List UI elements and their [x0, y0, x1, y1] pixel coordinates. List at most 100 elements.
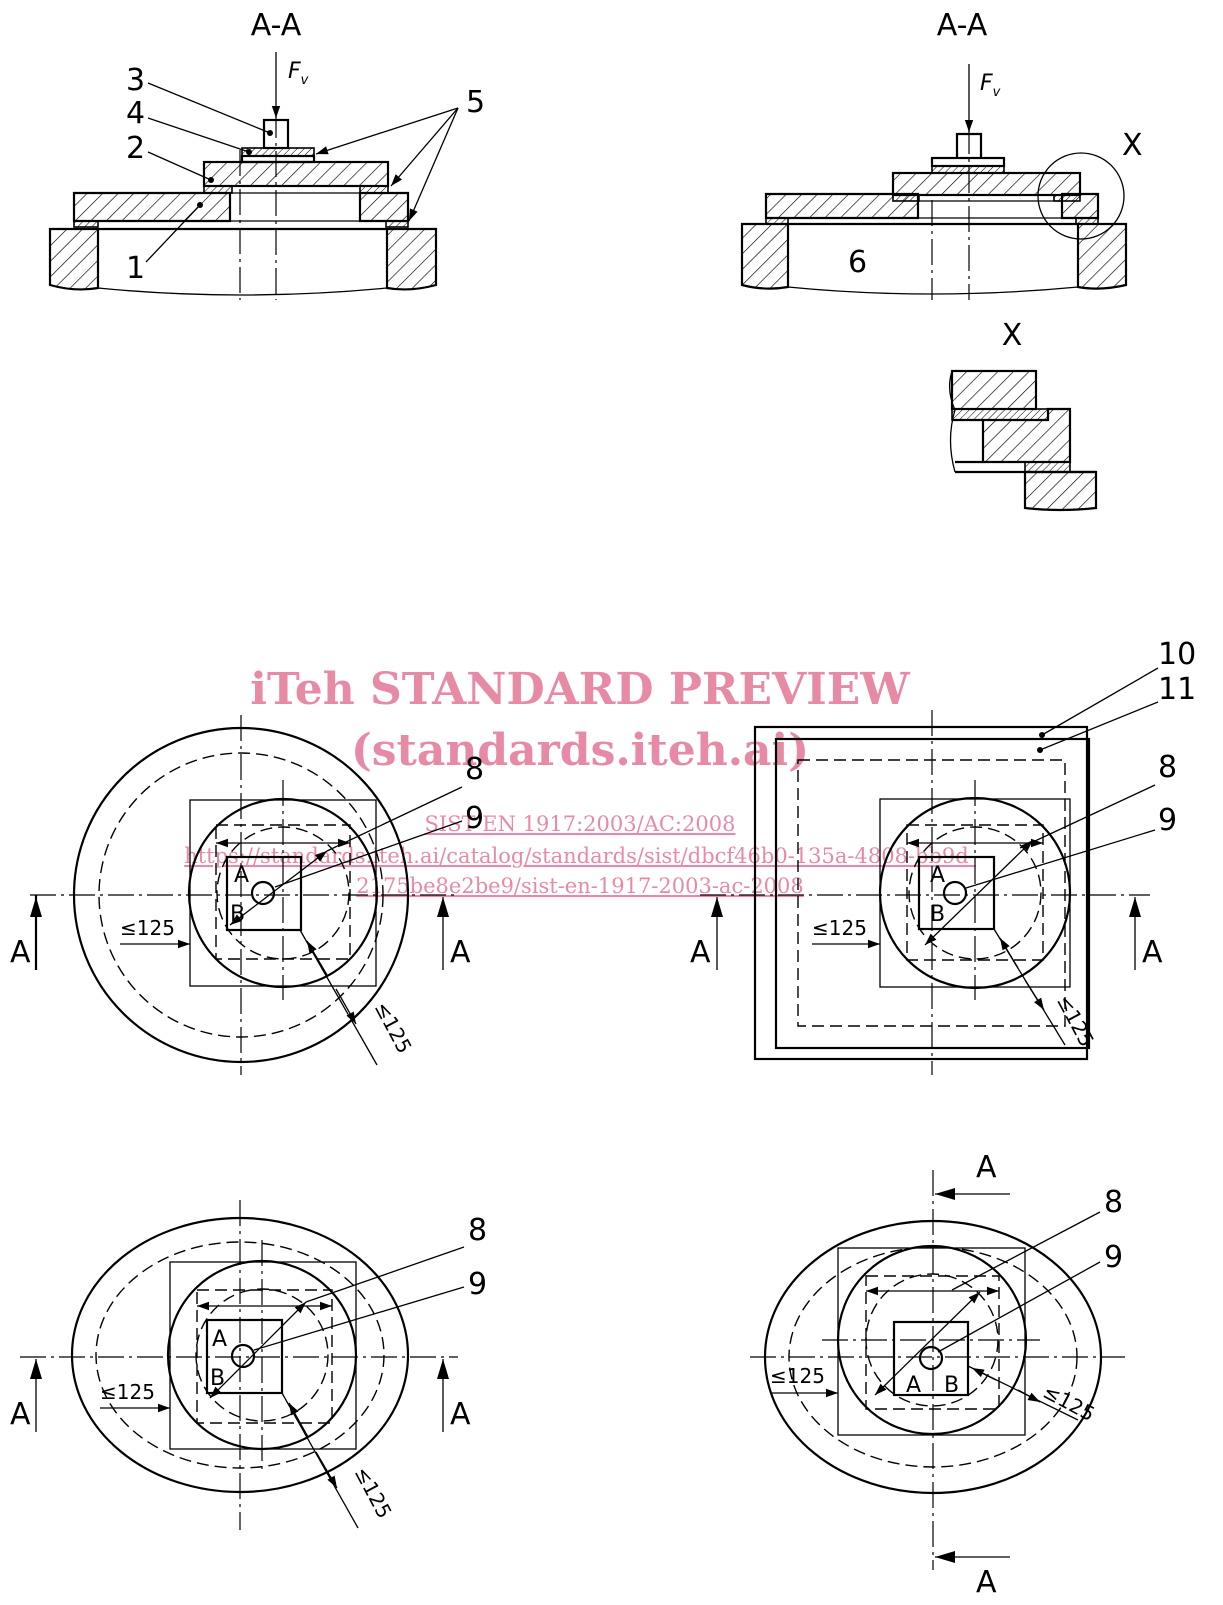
part-11-label: 11 — [1158, 672, 1196, 707]
point-a: A — [234, 863, 249, 888]
packing-cover-left — [203, 185, 233, 194]
part-9-label-4: 9 — [1104, 1240, 1123, 1275]
sec-left-label: A — [10, 935, 31, 970]
watermark-url-line1[interactable]: https://standards.iteh.ai/catalog/standa… — [184, 844, 976, 868]
dim-d-arrow2-3 — [315, 1451, 338, 1489]
packing-left — [73, 220, 99, 228]
dim-d-ext — [299, 929, 378, 1066]
part-4-label: 4 — [126, 96, 145, 131]
leader-3-dot — [267, 130, 273, 136]
cover-2 — [202, 160, 390, 188]
detail-x: X — [948, 318, 1098, 512]
dim-d-arrow1-2 — [999, 937, 1019, 969]
support-break-line-r — [787, 286, 1079, 295]
leader-9-4 — [937, 1261, 1101, 1353]
dim-d-arrow1-3 — [288, 1402, 309, 1438]
leader-10-dot — [1039, 732, 1045, 738]
detail-x-title: X — [1002, 318, 1023, 353]
bearing-plate-4 — [240, 154, 316, 164]
dim-h-value-3: ≤125 — [100, 1380, 155, 1404]
part-5-label: 5 — [466, 85, 485, 120]
outer-square — [753, 725, 1089, 1061]
bearing-plate-r — [930, 156, 1006, 168]
watermark-title: iTeh STANDARD PREVIEW — [250, 664, 910, 715]
leader-5b — [390, 107, 459, 187]
point-a-4: A — [906, 1373, 921, 1398]
cover-dashed-square-2 — [906, 824, 1044, 961]
part-2-label: 2 — [126, 131, 145, 166]
leader-2-dot — [208, 177, 214, 183]
dim-d-value: ≤125 — [370, 998, 417, 1058]
leader-4 — [147, 117, 250, 153]
plan-view-ellipse-vertical: A B 8 9 ≤125 ≤125 A A — [750, 1150, 1125, 1600]
leader-8-4 — [951, 1211, 1101, 1291]
watermark-code[interactable]: SIST EN 1917:2003/AC:2008 — [425, 812, 736, 836]
dim-h-value-4: ≤125 — [770, 1364, 825, 1388]
dim-d-value-3: ≤125 — [350, 1463, 397, 1523]
dim-d-value-4: ≤125 — [1039, 1379, 1099, 1426]
point-b-2: B — [930, 902, 945, 927]
packing-r-left — [765, 217, 789, 225]
leader-11-dot — [1037, 747, 1043, 753]
leader-10 — [1041, 667, 1159, 736]
sec-top-label-4: A — [976, 1150, 997, 1185]
cover-r — [891, 171, 1082, 197]
packing-cover-r-right — [1053, 194, 1081, 202]
force-label-left: Fv — [288, 59, 309, 88]
diag-line-4 — [874, 1291, 981, 1396]
packing-right — [385, 220, 409, 228]
sec-bottom-label-4: A — [976, 1565, 997, 1600]
sec-left-label-3: A — [10, 1397, 31, 1432]
leader-9-3 — [253, 1286, 465, 1351]
dim-d-arrow1 — [306, 940, 328, 976]
part-9-label: 9 — [465, 801, 484, 836]
part-10-label: 10 — [1158, 637, 1196, 672]
leader-8-3 — [305, 1246, 465, 1303]
support-frame-left — [48, 227, 100, 291]
support-frame-right-r — [1076, 222, 1128, 290]
part-8-label-2: 8 — [1158, 750, 1177, 785]
leader-9-2 — [965, 829, 1156, 889]
dim-d-arrow2-4 — [1017, 1389, 1041, 1403]
watermark: iTeh STANDARD PREVIEW (standards.iteh.ai… — [184, 664, 976, 898]
detail-cover — [950, 369, 1038, 411]
point-a-2: A — [930, 863, 945, 888]
packing-plate — [241, 147, 315, 157]
section-aa-left: A-A Fv 3 4 2 1 — [48, 8, 485, 300]
part-8-label-3: 8 — [468, 1213, 487, 1248]
leader-8-2 — [1019, 784, 1156, 849]
watermark-subtitle: (standards.iteh.ai) — [351, 725, 809, 776]
diag-line-2 — [924, 839, 1034, 946]
part-9-label-3: 9 — [468, 1267, 487, 1302]
leader-1 — [145, 204, 201, 263]
frame-1-left — [72, 191, 232, 223]
leader-5c — [408, 107, 459, 222]
section-aa-right-title: A-A — [937, 8, 988, 43]
leader-11 — [1039, 701, 1159, 751]
load-circle-3 — [230, 1343, 256, 1369]
part-6-label: 6 — [848, 245, 867, 280]
plan-view-square: A B 10 11 8 9 ≤125 ≤125 A A — [690, 637, 1196, 1075]
part-8-label: 8 — [465, 752, 484, 787]
leader-5a — [315, 107, 459, 155]
watermark-url-line2[interactable]: 2175be8e2be9/sist-en-1917-2003-ac-2008 — [356, 874, 804, 898]
support-frame-left-r — [740, 222, 790, 290]
load-circle-2 — [942, 880, 968, 906]
packing-cover-right — [359, 185, 389, 194]
dim-h-value-2: ≤125 — [812, 916, 867, 940]
dim-d-arrow2 — [335, 988, 357, 1025]
load-circle-4 — [918, 1345, 944, 1371]
diag-line — [229, 850, 328, 926]
support-break-line — [97, 287, 388, 296]
packing-r-right — [1075, 217, 1099, 225]
detail-break-line — [948, 370, 956, 473]
point-b-3: B — [210, 1366, 225, 1391]
detail-support — [1023, 470, 1098, 512]
part-1-label: 1 — [126, 251, 145, 286]
dim-h-value: ≤125 — [120, 916, 175, 940]
section-aa-left-title: A-A — [251, 8, 302, 43]
detail-packing-cover — [951, 408, 1049, 421]
part-8-label-4: 8 — [1104, 1185, 1123, 1220]
leader-2 — [147, 151, 212, 181]
